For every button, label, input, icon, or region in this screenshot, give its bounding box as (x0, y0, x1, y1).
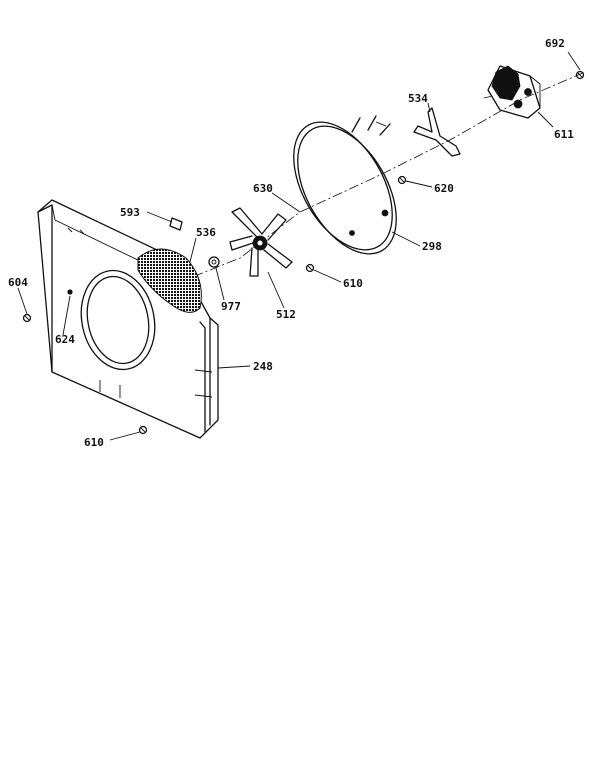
screw-604 (22, 313, 32, 323)
screw-610-lower (138, 425, 148, 435)
label-692: 692 (545, 37, 565, 50)
fan-housing-248 (37, 199, 219, 439)
label-593: 593 (120, 206, 140, 219)
label-977: 977 (221, 300, 241, 313)
label-512: 512 (276, 308, 296, 321)
label-604: 604 (8, 276, 28, 289)
ring-298 (293, 115, 397, 255)
label-610-upper: 610 (343, 277, 363, 290)
mesh-screen-536 (137, 248, 202, 313)
assembly-axis (159, 71, 586, 291)
fan-blade-512 (229, 207, 293, 277)
screw-610-upper (305, 263, 315, 273)
label-620: 620 (434, 182, 454, 195)
label-630: 630 (253, 182, 273, 195)
label-298: 298 (422, 240, 442, 253)
label-248: 248 (253, 360, 273, 373)
leader-lines (17, 51, 581, 441)
screw-692 (575, 70, 585, 80)
clip-593 (169, 217, 183, 231)
screw-620 (397, 175, 407, 185)
label-610-lower: 610 (84, 436, 104, 449)
label-536: 536 (196, 226, 216, 239)
bracket-534 (413, 107, 461, 157)
label-534: 534 (408, 92, 428, 105)
label-611: 611 (554, 128, 574, 141)
label-624: 624 (55, 333, 75, 346)
nut-977 (208, 256, 220, 268)
motor-611 (483, 65, 541, 119)
